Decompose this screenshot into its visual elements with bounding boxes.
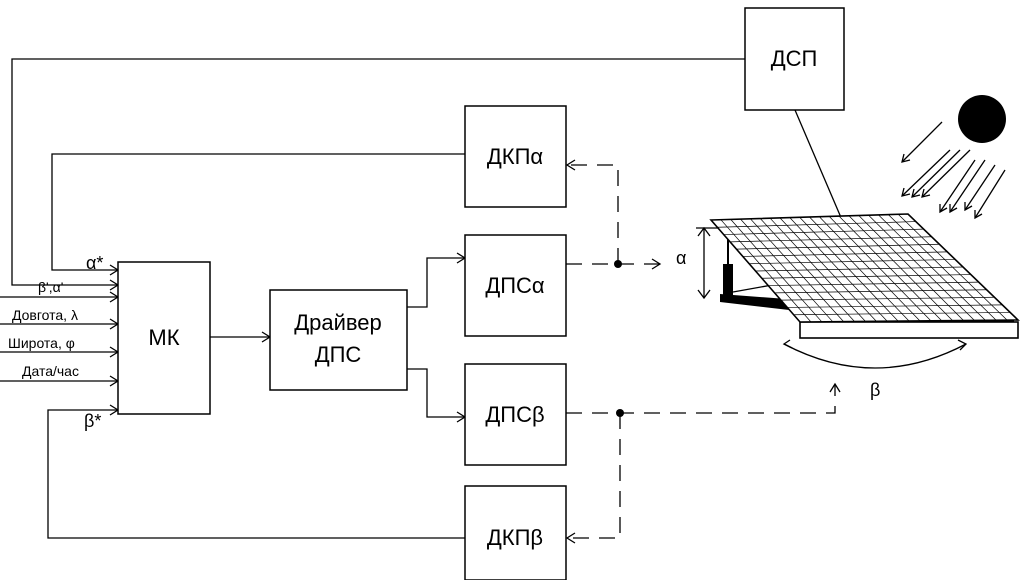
dash-beta-feedback [567,413,621,539]
arrow-alpha-shaft [651,258,662,270]
dkp-alpha-block: ДКПα [464,105,567,208]
panel-surface [709,213,1020,323]
panel-grid-line [749,259,956,265]
angle-beta-label: β [870,380,880,400]
input-alpha-star: α* [86,253,103,273]
dash-alpha-feedback [567,164,619,264]
panel-support [799,321,1019,339]
panel-grid-line [787,304,1003,308]
wire-dsp-to-mk [11,58,745,286]
panel-grid [717,214,1011,323]
solar-panel-icon [709,213,1020,339]
input-date-time: Дата/час [22,363,79,379]
wire-dkp-beta-to-mk [47,409,465,539]
panel-grid-line [774,289,987,294]
panel-grid-line [717,221,916,228]
mk-label: МК [148,325,179,350]
arrow-alpha-feedback [565,159,576,171]
input-longitude: Довгота, λ [12,307,78,323]
driver-block: Драйвер ДПС [269,289,408,391]
alpha-range-arrow [696,226,718,300]
dps-alpha-label: ДПСα [485,273,545,298]
dsp-label: ДСП [771,46,818,71]
panel-grid-line [780,296,995,301]
panel-grid-line [793,312,1011,316]
input-beta-star: β* [84,411,101,431]
arrow-beta-feedback [565,532,576,544]
panel-grid-line [723,228,924,235]
panel-grid-line [761,274,971,279]
dkp-beta-block: ДКПβ [464,485,567,580]
panel-actuator [723,264,733,296]
panel-grid-line [755,266,964,272]
wire-driver-to-dps-alpha [407,257,465,308]
sun-rays-icon [901,121,1006,220]
dash-beta-shaft [566,384,836,414]
dsp-block: ДСП [744,7,845,111]
dkp-alpha-label: ДКПα [487,144,544,169]
junction-beta [616,409,624,417]
panel-grid-line [768,281,979,286]
wire-driver-to-dps-beta [407,368,465,418]
panel-grid-line [742,251,948,257]
beta-rotation-arrow [782,339,968,369]
panel-grid-line [736,243,940,250]
junction-alpha [614,260,622,268]
input-beta-alpha-prime: β',α' [38,279,63,295]
panel-grid-line [730,236,932,243]
driver-label-line1: Драйвер [294,310,382,335]
dps-alpha-block: ДПСα [464,234,567,337]
wire-dkp-alpha-to-mk [51,153,465,271]
dps-beta-block: ДПСβ [464,363,567,466]
dkp-beta-label: ДКПβ [487,525,543,550]
angle-alpha-label: α [676,248,686,268]
mk-block: МК [117,261,211,415]
arrow-beta-shaft [829,382,841,393]
sun-icon [958,95,1006,143]
input-latitude: Широта, φ [8,335,75,351]
driver-label-line2: ДПС [315,342,362,367]
dps-beta-label: ДПСβ [485,402,544,427]
